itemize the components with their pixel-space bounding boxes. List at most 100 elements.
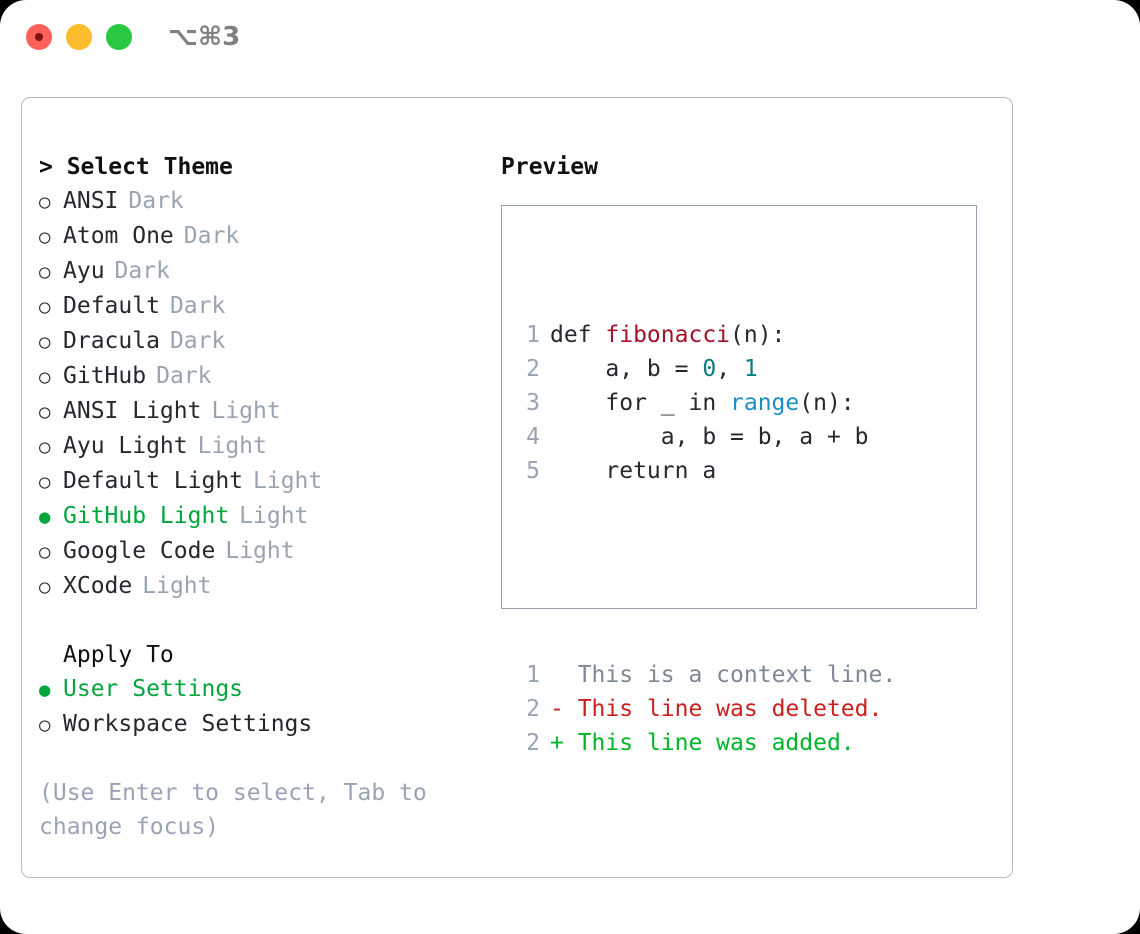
- theme-option-kind: Light: [225, 538, 295, 564]
- code-line: 2 a, b = 0, 1: [516, 352, 896, 386]
- line-number: 3: [526, 390, 540, 416]
- diff-line-text: This line was deleted.: [577, 696, 883, 722]
- code-token-plain: (n):: [799, 390, 855, 416]
- line-number: 2: [526, 730, 540, 756]
- theme-option-label: Ayu Light: [63, 433, 188, 459]
- radio-unselected-icon: ○: [39, 401, 51, 423]
- theme-option-label: ANSI: [63, 188, 119, 214]
- keyboard-shortcut-label: ⌥⌘3: [168, 22, 241, 52]
- diff-marker: +: [550, 730, 578, 756]
- window-controls: [26, 24, 132, 50]
- line-number: 4: [526, 424, 540, 450]
- theme-option-kind: Light: [253, 468, 323, 494]
- preview-title: Preview: [501, 154, 598, 180]
- theme-option-label: GitHub Light: [63, 503, 230, 529]
- code-diff-gap: [516, 556, 896, 590]
- theme-option-label: Atom One: [63, 223, 174, 249]
- section-spacer: [39, 604, 489, 638]
- line-number: 1: [526, 322, 540, 348]
- theme-option-label: ANSI Light: [63, 398, 202, 424]
- code-token-num: 1: [743, 356, 758, 382]
- diff-marker: -: [550, 696, 578, 722]
- theme-option-label: XCode: [63, 573, 133, 599]
- diff-marker: [550, 658, 578, 692]
- line-number: 2: [526, 356, 540, 382]
- apply-to-option-label: User Settings: [63, 676, 244, 702]
- radio-unselected-icon: ○: [39, 576, 51, 598]
- apply-to-list: ● User Settings ○Workspace Settings: [39, 672, 489, 742]
- code-line: 1 def fibonacci(n):: [516, 318, 896, 352]
- code-line-content: a, b = 0, 1: [550, 352, 758, 386]
- radio-unselected-icon: ○: [39, 296, 51, 318]
- apply-to-option-user-settings[interactable]: ● User Settings: [39, 672, 489, 707]
- code-token-plain: ,: [716, 356, 744, 382]
- code-line: 3 for _ in range(n):: [516, 386, 896, 420]
- theme-option-kind: Dark: [114, 258, 170, 284]
- radio-unselected-icon: ○: [39, 261, 51, 283]
- theme-option-label: Google Code: [63, 538, 216, 564]
- diff-lines: 1 This is a context line.2- This line wa…: [516, 658, 896, 760]
- theme-option-kind: Dark: [128, 188, 184, 214]
- code-token-plain: for _ in: [550, 390, 731, 416]
- theme-option-label: Default: [63, 293, 160, 319]
- radio-unselected-icon: ○: [39, 471, 51, 493]
- theme-option-ayu[interactable]: ○ Ayu Dark: [39, 254, 489, 289]
- code-line-content: def fibonacci(n):: [550, 318, 785, 352]
- code-line: 4 a, b = b, a + b: [516, 420, 896, 454]
- diff-line-text: This line was added.: [577, 730, 855, 756]
- theme-option-kind: Light: [211, 398, 281, 424]
- theme-option-label: Default Light: [63, 468, 244, 494]
- radio-unselected-icon: ○: [39, 714, 51, 736]
- theme-option-kind: Light: [239, 503, 309, 529]
- code-token-plain: a, b = b, a + b: [550, 424, 869, 450]
- code-token-plain: return a: [550, 458, 717, 484]
- code-token-call: range: [730, 390, 800, 416]
- diff-line-text: This is a context line.: [577, 662, 897, 688]
- theme-option-ansi-light[interactable]: ○ ANSI Light Light: [39, 394, 489, 429]
- title-bar: ⌥⌘3: [0, 0, 1140, 78]
- keyboard-hint: (Use Enter to select, Tab to change focu…: [39, 780, 441, 840]
- theme-option-default[interactable]: ○ Default Dark: [39, 289, 489, 324]
- radio-unselected-icon: ○: [39, 436, 51, 458]
- page-title: > Select Theme: [39, 154, 233, 180]
- line-number: 5: [526, 458, 540, 484]
- code-line-content: a, b = b, a + b: [550, 420, 869, 454]
- diff-line-context: 1 This is a context line.: [516, 658, 896, 692]
- theme-option-kind: Dark: [183, 223, 240, 249]
- theme-option-label: GitHub: [63, 363, 147, 389]
- theme-option-kind: Dark: [169, 293, 226, 319]
- theme-option-xcode[interactable]: ○ XCode Light: [39, 569, 489, 604]
- code-line: 5 return a: [516, 454, 896, 488]
- close-button[interactable]: [26, 24, 52, 50]
- theme-option-label: Dracula: [63, 328, 160, 354]
- code-line-content: for _ in range(n):: [550, 386, 855, 420]
- diff-line-deleted: 2- This line was deleted.: [516, 692, 896, 726]
- line-number: 1: [526, 662, 540, 688]
- theme-option-default-light[interactable]: ○ Default Light Light: [39, 464, 489, 499]
- diff-line-added: 2 + This line was added.: [516, 726, 896, 760]
- theme-option-label: Ayu: [63, 258, 105, 284]
- apply-to-header: Apply To: [63, 642, 174, 668]
- code-token-plain: a, b =: [550, 356, 703, 382]
- theme-option-kind: Dark: [169, 328, 226, 354]
- theme-option-kind: Light: [142, 573, 212, 599]
- zoom-button[interactable]: [106, 24, 132, 50]
- apply-to-option-workspace-settings[interactable]: ○Workspace Settings: [39, 707, 489, 742]
- radio-selected-icon: ●: [39, 679, 51, 701]
- minimize-button[interactable]: [66, 24, 92, 50]
